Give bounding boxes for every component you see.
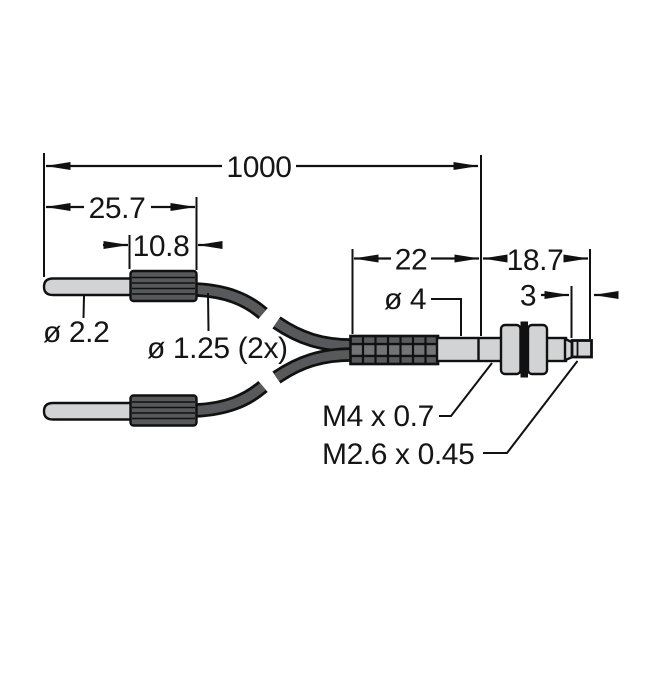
bifurcated-cables <box>195 282 353 418</box>
upper-ferrule-knurl <box>132 276 195 295</box>
lower-cable <box>195 383 266 415</box>
dimension-overall-label: 1000 <box>226 151 291 184</box>
lower-ferrule-knurl <box>132 401 195 420</box>
callout-leaders <box>82 292 579 454</box>
dimension-thread-section-label: 18.7 <box>507 244 564 277</box>
dimension-body-section-label: 22 <box>395 244 428 277</box>
lower-tube <box>42 401 135 421</box>
upper-cable-2 <box>273 318 353 350</box>
mounting-nut-left <box>499 323 522 376</box>
upper-fiber-tip <box>42 269 198 303</box>
callout-thread-m4: M4 x 0.7 <box>322 400 434 433</box>
callout-thread-m26: M2.6 x 0.45 <box>322 438 474 471</box>
upper-cable <box>195 285 266 317</box>
leader-fiber-diameter <box>207 292 210 332</box>
dimension-tip-label: 3 <box>520 280 536 313</box>
panel-section <box>520 321 528 378</box>
lower-fiber-tip <box>42 394 198 427</box>
leader-thread-m26 <box>483 360 579 454</box>
callout-tube-diameter: ø 2.2 <box>43 316 109 349</box>
boot-mid-band <box>351 345 437 355</box>
upper-tube <box>42 277 135 297</box>
dimension-ferrule-label: 10.8 <box>133 230 190 263</box>
mounting-nut-right <box>526 323 549 376</box>
callout-fiber-diameter: ø 1.25 (2x) <box>147 332 288 365</box>
leader-tube-diameter <box>82 295 85 319</box>
dimension-tip-assembly-label: 25.7 <box>89 192 146 225</box>
upper-ferrule <box>129 269 198 303</box>
sensor-body <box>349 321 593 378</box>
boot-knurl-grid <box>350 336 438 364</box>
leader-thread-m4 <box>439 362 493 417</box>
lower-ferrule <box>129 394 198 427</box>
lower-cable-2 <box>273 350 353 382</box>
leader-body-diameter <box>431 298 462 336</box>
threaded-tip <box>570 339 593 359</box>
callout-body-diameter: ø 4 <box>384 283 426 316</box>
extension-lines <box>43 153 591 339</box>
